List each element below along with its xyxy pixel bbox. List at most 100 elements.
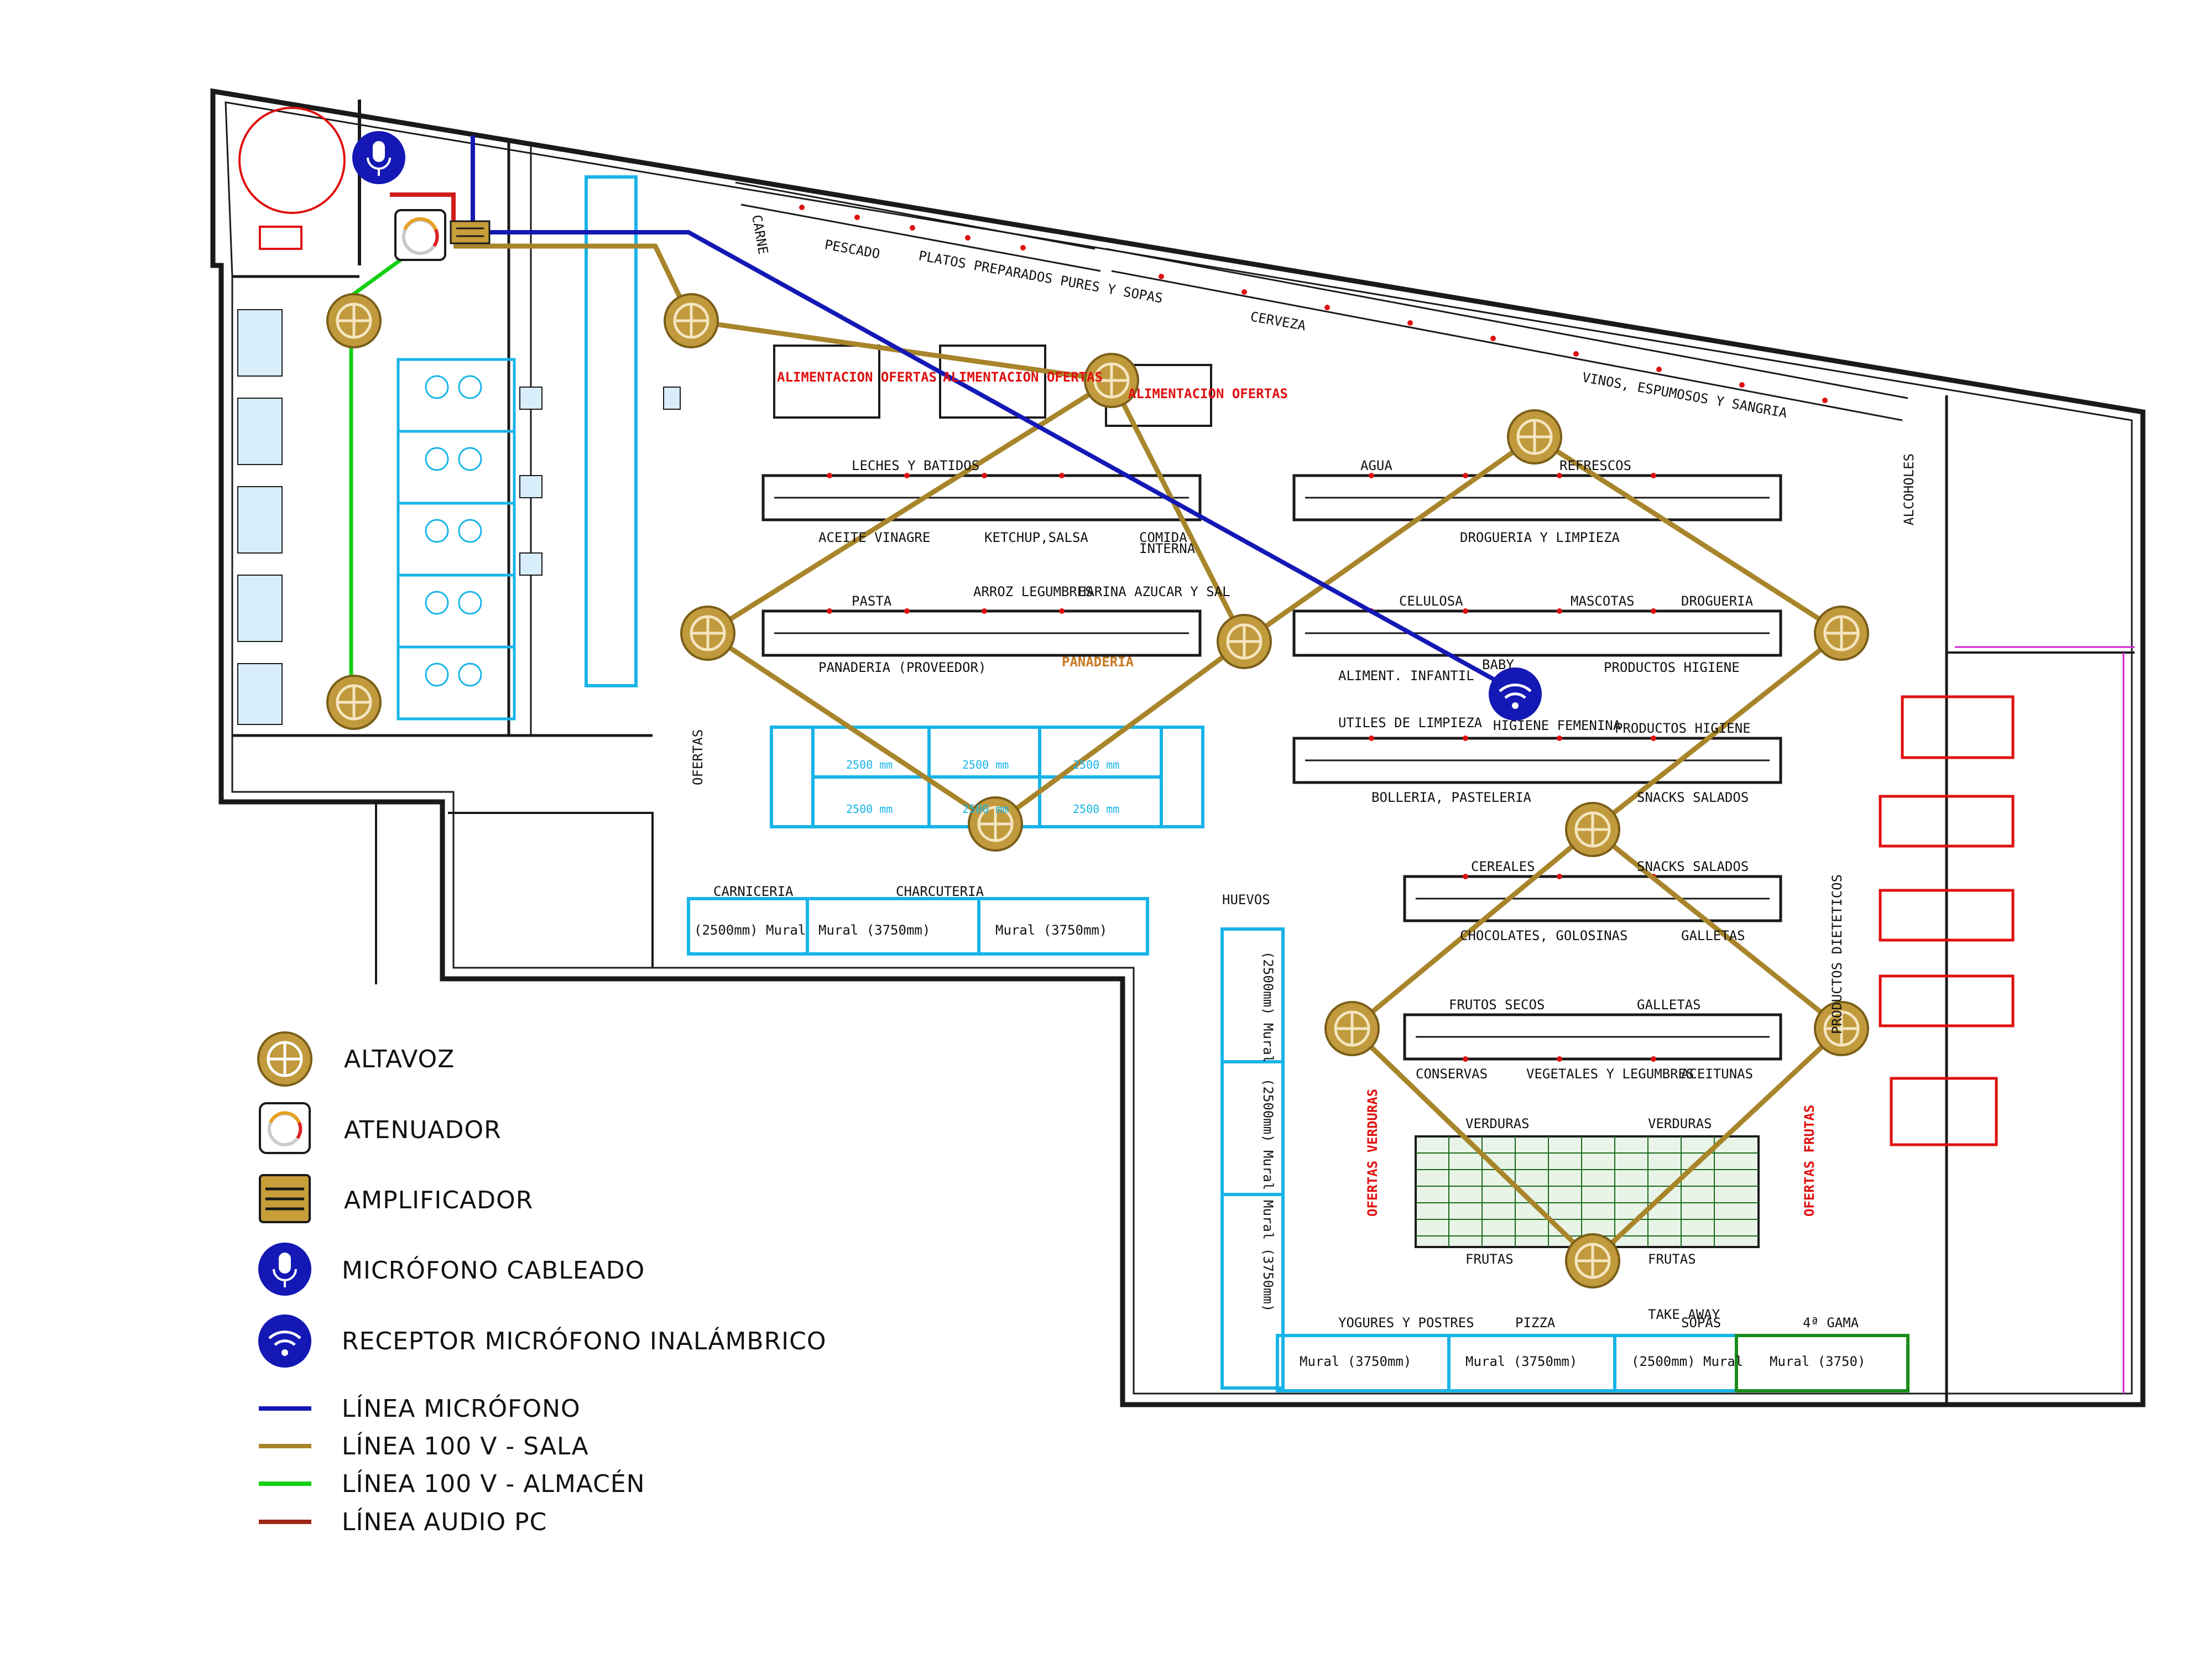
legend-label-altavoz: ALTAVOZ (344, 1045, 455, 1073)
label-refrescos: REFRESCOS (1559, 458, 1631, 473)
wireless-receiver-device (1489, 667, 1542, 721)
speaker-icon (1814, 606, 1869, 661)
legend-label-microfono: MICRÓFONO CABLEADO (342, 1255, 645, 1285)
north-wall-red-marks (799, 205, 1828, 403)
label-ketchup: KETCHUP,SALSA (984, 530, 1088, 545)
storage-room-fixtures (237, 309, 681, 725)
legend-wireless-receiver-icon (258, 1314, 311, 1368)
label-mural3: (2500mm) Mural (1631, 1354, 1743, 1369)
pc-audio-line (390, 192, 456, 232)
label-ofertas-frutas: OFERTAS FRUTAS (1802, 1105, 1817, 1217)
speaker-icon (664, 293, 719, 348)
legend-microphone-icon (258, 1243, 311, 1296)
label-mural-v3: Mural (3750mm) (1260, 1200, 1276, 1312)
gondola-red-markers (827, 473, 1656, 1062)
label-celulosa: CELULOSA (1399, 593, 1463, 609)
label-productos-diet: PRODUCTOS DIETETICOS (1829, 874, 1845, 1034)
fourth-gama-fridge (1735, 1334, 1910, 1392)
label-pizza: PIZZA (1515, 1315, 1556, 1331)
label-mural6: Mural (3750mm) (818, 922, 930, 938)
label-dim-d: 2500 mm (846, 802, 893, 816)
label-agua: AGUA (1360, 458, 1392, 473)
legend-speaker-icon (257, 1031, 312, 1087)
speaker-icon (1217, 614, 1272, 669)
label-alim-ofertas-2: ALIMENTACION OFERTAS (943, 369, 1103, 385)
label-panaderia-prov: PANADERIA (PROVEEDOR) (818, 660, 986, 675)
label-leches: LECHES Y BATIDOS (852, 458, 979, 473)
label-frutas2: FRUTAS (1648, 1251, 1696, 1267)
speaker-icon (1565, 1233, 1620, 1288)
label-aliment: ALIMENT. INFANTIL (1338, 668, 1474, 684)
attenuator-device (394, 209, 446, 261)
label-yogures: YOGURES Y POSTRES (1338, 1315, 1474, 1331)
label-charcuteria: CHARCUTERIA (896, 884, 984, 899)
legend-label-linea-mic: LÍNEA MICRÓFONO (342, 1394, 581, 1423)
speaker-icon (1814, 1001, 1869, 1056)
red-circle-equipment (238, 107, 346, 250)
label-alim-ofertas-3: ALIMENTACION OFERTAS (1128, 386, 1288, 401)
label-take: TAKE AWAY (1648, 1307, 1720, 1322)
label-pescado: PESCADO (823, 237, 881, 262)
label-bolleria: BOLLERIA, PASTELERIA (1371, 790, 1532, 805)
gondola-shelves (761, 474, 1782, 1061)
label-ofertas-verduras: OFERTAS VERDURAS (1365, 1089, 1380, 1217)
speaker-icon (968, 796, 1023, 852)
label-cuarta: 4ª GAMA (1803, 1315, 1859, 1331)
speaker-icon (1565, 802, 1620, 857)
label-sopas: SOPAS (1681, 1315, 1721, 1331)
label-internal: INTERNA (1139, 541, 1196, 556)
label-mural-v2: (2500mm) Mural (1260, 1078, 1276, 1190)
label-drogueria: DROGUERIA Y LIMPIEZA (1460, 530, 1620, 545)
label-mural-v1: (2500mm) Mural (1260, 951, 1276, 1063)
legend-label-linea-pc: LÍNEA AUDIO PC (342, 1507, 547, 1536)
label-panaderia: PANADERIA (1062, 654, 1134, 670)
label-comida: COMIDA (1139, 530, 1187, 545)
label-chocolates: CHOCOLATES, GOLOSINAS (1460, 928, 1627, 943)
legend-attenuator-icon (259, 1102, 311, 1154)
label-snacks2: SNACKS SALADOS (1637, 859, 1749, 874)
speaker-icon (1507, 409, 1562, 465)
amplifier-device (450, 220, 491, 244)
label-dim-b: 2500 mm (962, 758, 1009, 771)
speakers (326, 293, 1869, 1288)
label-aceitunas: ACEITUNAS (1681, 1066, 1753, 1082)
label-harina: HARINA AZUCAR Y SAL (1078, 584, 1230, 599)
label-verduras2: VERDURAS (1648, 1116, 1712, 1131)
label-mural2: Mural (3750mm) (1465, 1354, 1577, 1369)
label-dim-a: 2500 mm (846, 758, 893, 771)
speaker-icon (680, 606, 735, 661)
label-mural7: Mural (3750mm) (995, 922, 1107, 938)
label-mural5: (2500mm) Mural (694, 922, 806, 938)
offer-boxes (773, 345, 1212, 427)
building-walls (210, 88, 2146, 1407)
label-mural4: Mural (3750) (1770, 1354, 1865, 1369)
legend-label-amplificador: AMPLIFICADOR (344, 1186, 533, 1214)
speaker-icon (1324, 1001, 1380, 1056)
label-mascotas: MASCOTAS (1571, 593, 1635, 609)
label-verduras1: VERDURAS (1465, 1116, 1530, 1131)
label-cerveza: CERVEZA (1249, 309, 1307, 333)
label-alcoholes: ALCOHOLES (1901, 453, 1917, 525)
refrigerated-islands (687, 726, 1910, 1392)
legend-label-linea-almacen: LÍNEA 100 V - ALMACÉN (342, 1469, 645, 1498)
label-aceite: ACEITE VINAGRE (818, 530, 930, 545)
label-conservas: CONSERVAS (1416, 1066, 1488, 1082)
label-arroz: ARROZ LEGUMBRES (973, 584, 1093, 599)
microphone-line (471, 135, 1516, 693)
label-vinos: VINOS, ESPUMOSOS Y SANGRIA (1581, 369, 1788, 421)
back-store-fridge (585, 175, 638, 687)
label-platos: PLATOS PREPARADOS PURES Y SOPAS (917, 248, 1164, 306)
label-mural1: Mural (3750mm) (1300, 1354, 1411, 1369)
label-galletas2: GALLETAS (1637, 997, 1701, 1013)
label-dim-f: 2500 mm (1073, 802, 1119, 816)
label-baby: BABY (1482, 657, 1514, 672)
label-cereales: CEREALES (1471, 859, 1535, 874)
label-huevos: HUEVOS (1222, 892, 1270, 907)
legend-amplifier-icon (259, 1174, 311, 1223)
label-drogueria2: DROGUERIA (1681, 593, 1754, 609)
label-carniceria: CARNICERIA (713, 884, 794, 899)
label-galletas: GALLETAS (1681, 928, 1745, 943)
legend-label-atenuador: ATENUADOR (344, 1116, 502, 1144)
